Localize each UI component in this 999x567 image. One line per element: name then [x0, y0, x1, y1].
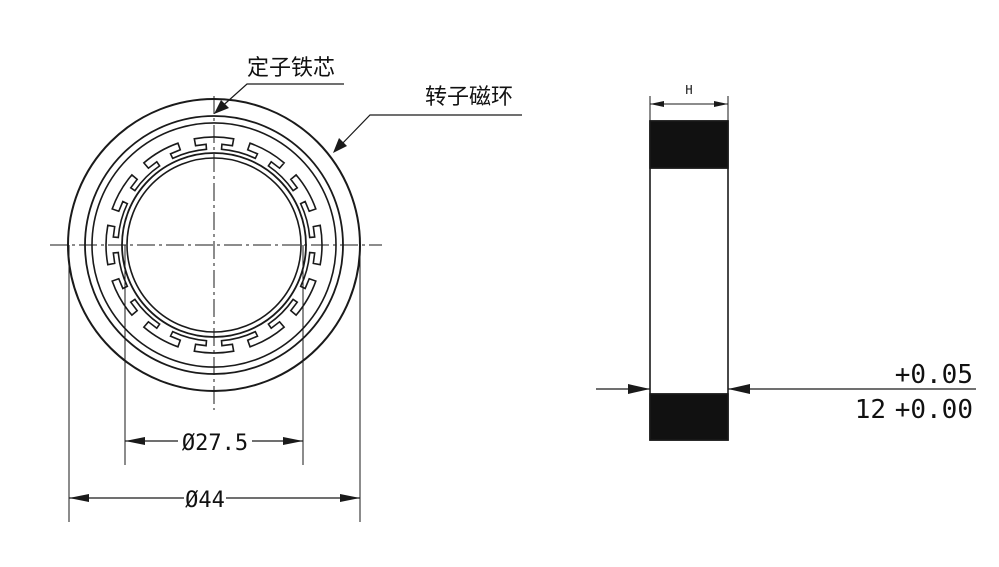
- inner-dim-arrow-left: [125, 437, 145, 445]
- rotor-ring-label: 转子磁环: [425, 85, 513, 110]
- side-view-arrowheads: [628, 101, 750, 394]
- rotor-leader-arrow: [333, 138, 347, 153]
- outer-dim-arrow-left: [69, 494, 89, 502]
- side-view: [596, 96, 976, 441]
- thickness-arrow-left: [628, 384, 650, 394]
- height-arrow-right: [714, 101, 728, 107]
- thickness-arrow-right: [728, 384, 750, 394]
- side-view-outline: [649, 120, 729, 441]
- tolerance-lower-label: +0.00: [895, 395, 973, 425]
- inner-diameter-label: Ø27.5: [182, 431, 248, 456]
- magnet-section-bottom: [649, 393, 729, 441]
- tolerance-upper-label: +0.05: [895, 360, 973, 390]
- stator-leader-arrow: [214, 100, 229, 114]
- rotor-ring-leader-line: [337, 114, 522, 149]
- outer-dim-arrow-right: [340, 494, 360, 502]
- front-view: [50, 83, 522, 522]
- magnet-section-top: [649, 120, 729, 169]
- outer-diameter-label: Ø44: [185, 488, 225, 513]
- front-view-arrowheads: [69, 100, 360, 502]
- inner-dim-arrow-right: [283, 437, 303, 445]
- thickness-value-label: 12: [855, 395, 886, 425]
- height-arrow-left: [650, 101, 664, 107]
- stator-core-label: 定子铁芯: [247, 56, 335, 81]
- height-label: H: [685, 83, 692, 97]
- stator-core-leader-line: [217, 83, 344, 111]
